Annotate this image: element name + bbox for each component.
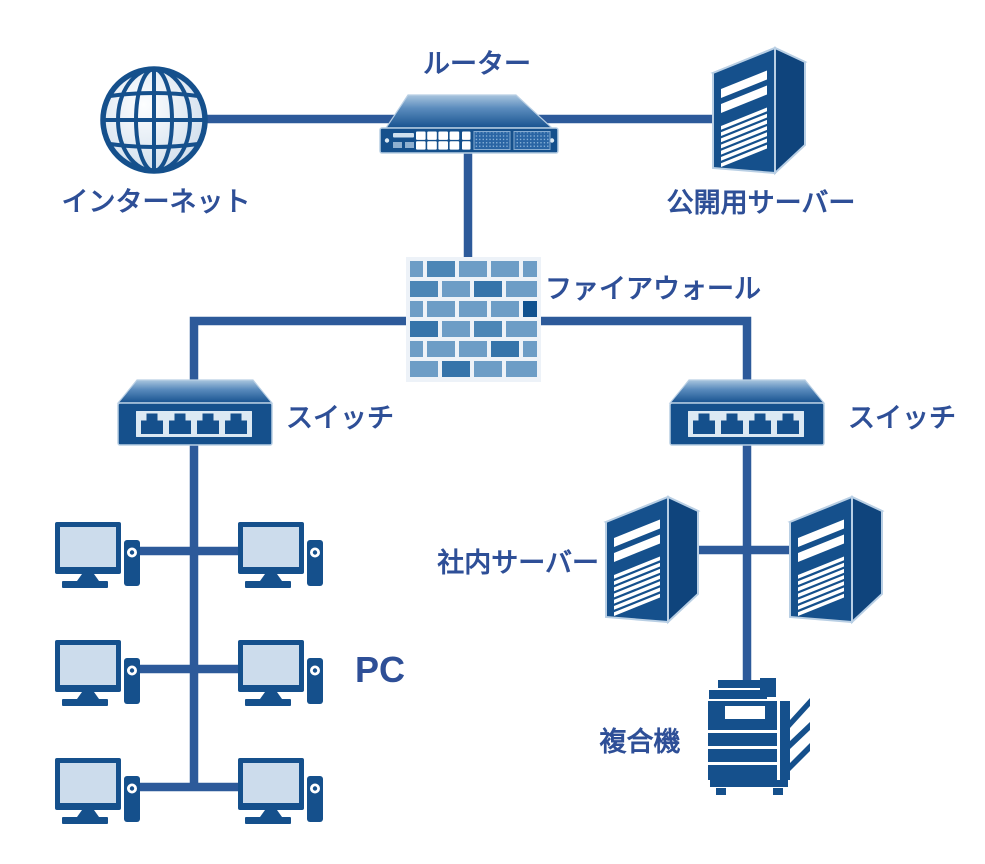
switch-left-label: スイッチ (286, 403, 394, 433)
firewall-label: ファイアウォール (545, 274, 761, 304)
globe-icon (100, 66, 208, 174)
pc-label: PC (355, 649, 405, 690)
internet-node: インターネット (62, 66, 251, 217)
server-icon (790, 497, 882, 622)
edges (133, 114, 796, 792)
router-icon (379, 94, 559, 154)
firewall-node: ファイアウォール (406, 257, 761, 382)
internal-server-node: 社内サーバー (437, 497, 882, 622)
router-node: ルーター (379, 49, 559, 154)
firewall-icon (406, 257, 541, 382)
public-server-node: 公開用サーバー (667, 48, 856, 218)
switch-right-node: スイッチ (669, 379, 956, 446)
mfp-node: 複合機 (600, 678, 810, 795)
pc-icon (55, 758, 140, 824)
switch-left-node: スイッチ (117, 379, 394, 446)
internal-server-label: 社内サーバー (437, 547, 599, 578)
server-icon (606, 497, 698, 622)
pc-icon (55, 640, 140, 706)
pc-icon (55, 522, 140, 588)
switch-icon (117, 379, 273, 446)
router-label: ルーター (423, 49, 531, 79)
mfp-label: 複合機 (600, 726, 681, 757)
printer-icon (708, 678, 810, 795)
pc-icon (238, 522, 323, 588)
edge-firewall-switch-right (500, 316, 752, 386)
switch-icon (669, 379, 825, 446)
switch-right-label: スイッチ (848, 403, 956, 433)
pc-group: PC (55, 522, 405, 824)
pc-icon (238, 758, 323, 824)
server-icon (713, 48, 805, 173)
pc-icon (238, 640, 323, 706)
edge-firewall-switch-left (189, 316, 445, 386)
public-server-label: 公開用サーバー (667, 188, 856, 218)
internet-label: インターネット (62, 187, 251, 217)
